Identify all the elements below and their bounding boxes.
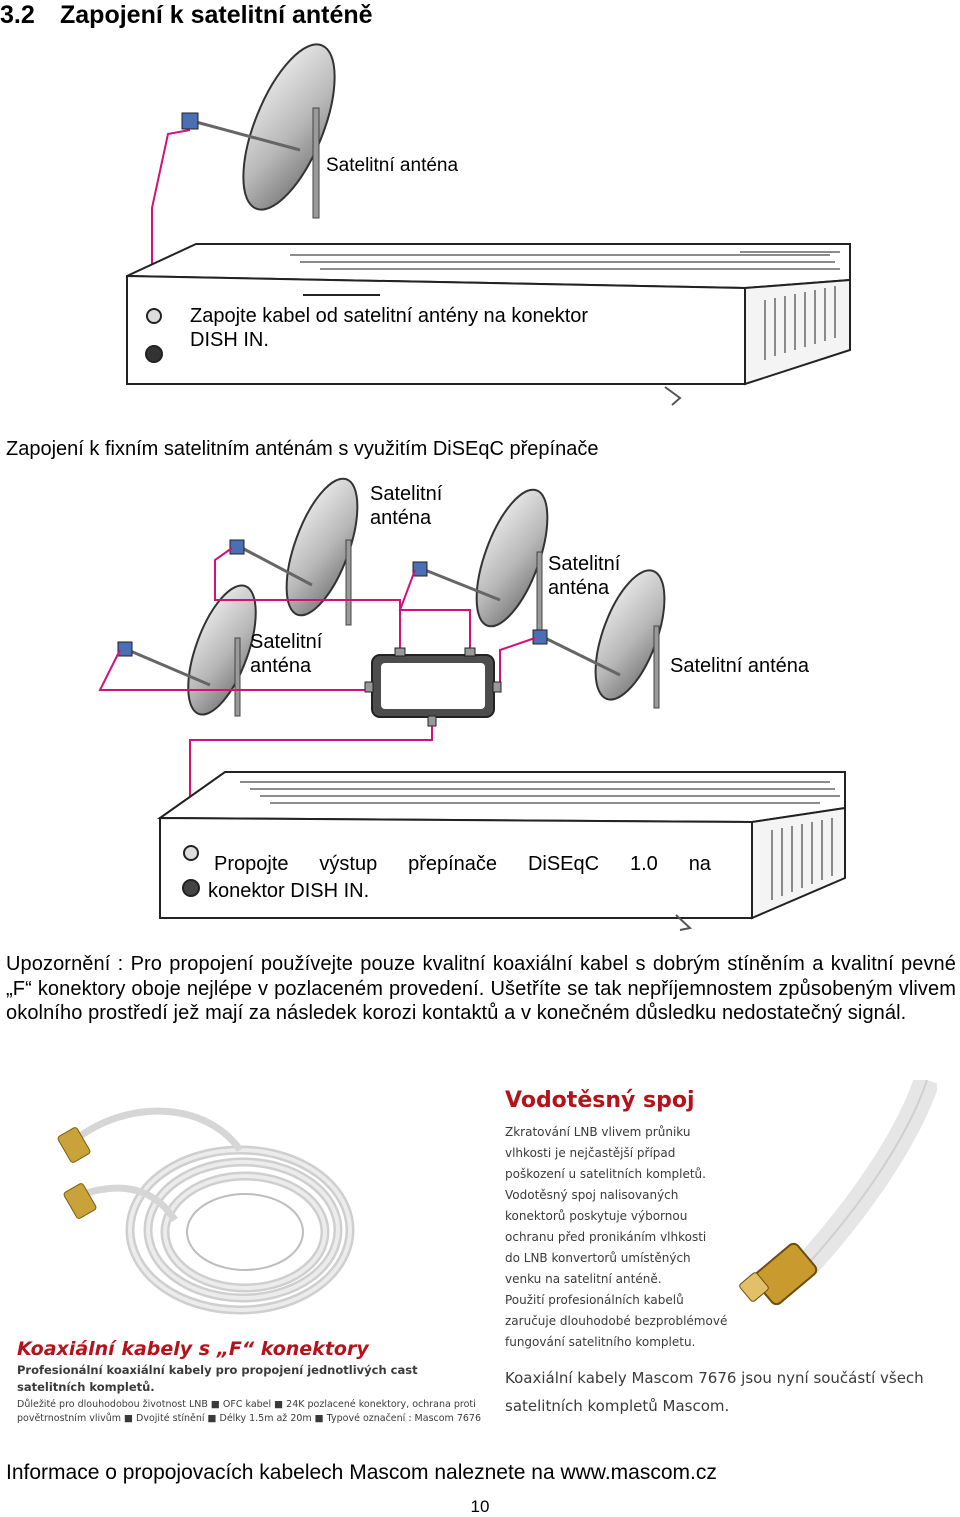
connection-note-2-line2: konektor DISH IN. [208, 880, 370, 902]
ad-right-line: fungování satelitního kompletu. [505, 1335, 696, 1349]
connection-note-2-line1: Propojte výstup přepínače DiSEqC 1.0 na [214, 852, 711, 876]
ad-right-line: vlhkosti je nejčastější případ [505, 1146, 676, 1160]
satellite-dish-icon [229, 477, 359, 626]
connection-note-1-line2: DISH IN. [190, 329, 269, 351]
ad-right-line: konektorů poskytuje výbornou [505, 1209, 688, 1223]
antenna-label-b: Satelitní anténa [370, 482, 442, 530]
note-word: Propojte [214, 853, 289, 875]
ad-right-line: venku na satelitní anténě. [505, 1272, 662, 1286]
ad-right-line: Zkratování LNB vlivem průniku [505, 1125, 691, 1139]
antenna-label-b-line1: Satelitní [370, 483, 443, 505]
coiled-cable-image [57, 1107, 355, 1315]
ad-right-line: Vodotěsný spoj nalisovaných [505, 1188, 679, 1202]
antenna-label: Satelitní anténa [326, 155, 459, 176]
antenna-label-d: Satelitní anténa [670, 655, 809, 677]
footer-info: Informace o propojovacích kabelech Masco… [6, 1461, 717, 1484]
antenna-label-b-line2: anténa [370, 507, 432, 529]
ad-right-line: Použití profesionálních kabelů [505, 1293, 684, 1307]
figure-single-antenna [126, 43, 851, 406]
section-title: Zapojení k satelitní anténě [60, 1, 373, 29]
coax-cable [189, 726, 433, 840]
antenna-label-a-line2: anténa [250, 655, 312, 677]
ad-right-line: zaručuje dlouhodobé bezproblémové [505, 1314, 728, 1328]
note-word: výstup [319, 853, 378, 875]
ad-right-line: ochranu před pronikáním vlhkosti [505, 1230, 707, 1244]
ad-right-title: Vodotěsný spoj [505, 1088, 695, 1113]
note-word: přepínače [408, 853, 498, 875]
ad-left-info: Důležité pro dlouhodobou životnost LNB ■… [17, 1398, 481, 1426]
ad-left-title: Koaxiální kabely s „F“ konektory [17, 1338, 369, 1360]
mascom-cable-advert: Koaxiální kabely s „F“ konektory Profesi… [5, 1080, 937, 1438]
ad-right-bottom: Koaxiální kabely Mascom 7676 jsou nyní s… [505, 1364, 924, 1420]
antenna-label-c-line1: Satelitní [548, 553, 621, 575]
connection-note-1: Zapojte kabel od satelitní antény na kon… [190, 304, 588, 352]
note-word: DiSEqC [527, 853, 600, 875]
receiver-icon [126, 243, 851, 406]
warning-paragraph: Upozornění : Pro propojení používejte po… [6, 953, 956, 1024]
section-number: 3.2 [0, 1, 35, 29]
ad-left-info-line2: povětrnostním vlivům ■ Dvojité stínění ■… [17, 1413, 482, 1424]
diseqc-heading: Zapojení k fixním satelitním anténám s v… [6, 438, 599, 460]
antenna-label-c: Satelitní anténa [548, 552, 620, 600]
page-number: 10 [470, 1497, 490, 1516]
connection-note-1-line1: Zapojte kabel od satelitní antény na kon… [190, 305, 589, 327]
receiver-icon [156, 771, 846, 931]
ad-right-line: do LNB konvertorů umístěných [505, 1251, 691, 1265]
note-word: 1.0 [629, 853, 658, 875]
coax-cable [151, 129, 191, 312]
section-heading: 3.2 Zapojení k satelitní anténě [0, 0, 373, 30]
ad-left-subtitle-line2: satelitních kompletů. [17, 1380, 155, 1394]
satellite-dish-icon [532, 569, 666, 709]
diseqc-switch-icon [364, 647, 502, 727]
ad-right-text: Zkratování LNB vlivem průniku vlhkosti j… [505, 1122, 727, 1353]
figure-diseqc-antennas [98, 477, 846, 931]
antenna-label-a: Satelitní anténa [250, 630, 322, 678]
antenna-label-c-line2: anténa [548, 577, 610, 599]
f-connector-image [739, 1080, 937, 1306]
ad-right-bottom-line2: satelitních kompletů Mascom. [505, 1397, 730, 1415]
ad-left-subtitle: Profesionální koaxiální kabely pro propo… [17, 1362, 418, 1396]
antenna-label-a-line1: Satelitní [250, 631, 323, 653]
coax-cable [98, 547, 536, 691]
ad-left-info-line1: Důležité pro dlouhodobou životnost LNB ■… [17, 1399, 476, 1410]
ad-right-bottom-line1: Koaxiální kabely Mascom 7676 jsou nyní s… [505, 1369, 924, 1387]
satellite-dish-icon [181, 43, 336, 219]
connection-note-2: Propojte výstup přepínače DiSEqC 1.0 na [214, 852, 711, 876]
ad-left-subtitle-line1: Profesionální koaxiální kabely pro propo… [17, 1363, 418, 1377]
satellite-dish-icon [117, 584, 257, 717]
satellite-dish-icon [412, 488, 549, 638]
note-word: na [688, 853, 711, 875]
ad-right-line: poškození u satelitních kompletů. [505, 1167, 706, 1181]
